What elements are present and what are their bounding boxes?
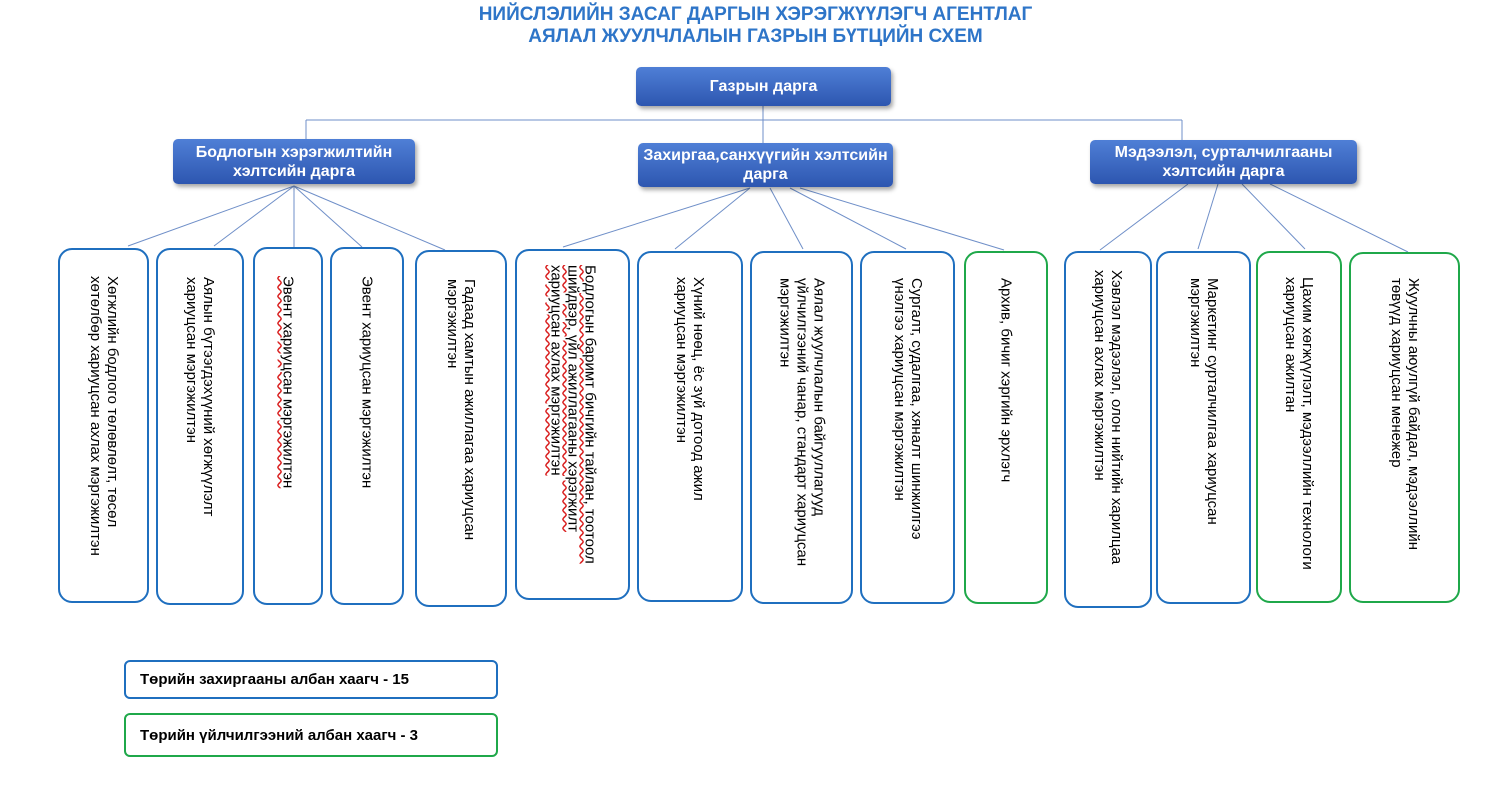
connector-line	[213, 185, 295, 247]
chart-title-line-2: АЯЛАЛ ЖУУЛЧЛАЛЫН ГАЗРЫН БҮТЦИЙН СХЕМ	[528, 26, 983, 47]
unit-label: Хүний нөөц, ёс зүй дотоод ажил хариуцсан…	[673, 276, 707, 501]
unit-box: Жуулчны аюулгүй байдал, мэдээллийн төвүү…	[1349, 252, 1460, 603]
connector-line	[1099, 183, 1189, 251]
connector-line	[1197, 183, 1219, 250]
deputy-label: Бодлогын хэрэгжилтийн хэлтсийн дарга	[195, 143, 393, 180]
deputy-box-information: Мэдээлэл, сурталчилгааны хэлтсийн дарга	[1090, 140, 1357, 184]
legend-civil-servant: Төрийн захиргааны албан хаагч - 15	[124, 660, 498, 699]
unit-box: Сургалт, судалгаа, хяналт шинжилгээ үнэл…	[860, 251, 955, 604]
connector-line	[293, 185, 446, 251]
unit-label: Жуулчны аюулгүй байдал, мэдээллийн төвүү…	[1387, 277, 1422, 550]
unit-box: Аялын бүтээгдэхүүний хөгжүүлэлт хариуцса…	[156, 248, 244, 605]
legend-label: Төрийн үйлчилгээний албан хаагч - 3	[140, 726, 418, 744]
connector-line	[293, 185, 363, 248]
connector-line	[127, 185, 295, 247]
unit-label: Архив, бичиг хэргийн эрхлэгч	[997, 277, 1015, 482]
unit-label: Цахим хөгжүүлэлт, мэдээллийн технологи х…	[1282, 277, 1316, 570]
unit-label: Гадаад хамтын ажиллагаа хариуцсан мэргэж…	[444, 278, 478, 540]
unit-box: Эвент хариуцсан мэргэжилтэн	[330, 247, 404, 605]
connector-line	[1269, 183, 1409, 253]
chart-title-line-1: НИЙСЛЭЛИЙН ЗАСАГ ДАРГЫН ХЭРЭГЖҮҮЛЭГЧ АГЕ…	[478, 4, 1033, 25]
unit-box: Бодлогын баримт бичгийн тайлан, тоотоол …	[515, 249, 630, 600]
unit-label: Хэвлэл мэдээлэл, олон нийтийн харилцаа х…	[1091, 269, 1125, 564]
deputy-label: Мэдээлэл, сурталчилгааны хэлтсийн дарга	[1114, 144, 1333, 180]
unit-box: Аялал жуулчлалын байгууллагууд үйлчилгээ…	[750, 251, 853, 604]
unit-label: Маркетинг сурталчилгаа хариуцсан мэргэжи…	[1186, 277, 1221, 525]
deputy-box-administration: Захиргаа,санхүүгийн хэлтсийн дарга	[638, 143, 893, 187]
connector-line	[674, 187, 751, 250]
connector-line	[799, 187, 1005, 251]
unit-label: Аялал жуулчлалын байгууллагууд үйлчилгээ…	[776, 277, 827, 566]
unit-box: Гадаад хамтын ажиллагаа хариуцсан мэргэж…	[415, 250, 507, 607]
connector-line	[789, 187, 907, 250]
unit-box: Цахим хөгжүүлэлт, мэдээллийн технологи х…	[1256, 251, 1342, 603]
connector-line	[769, 187, 804, 250]
deputy-box-policy: Бодлогын хэрэгжилтийн хэлтсийн дарга	[173, 139, 415, 184]
unit-box: Хүний нөөц, ёс зүй дотоод ажил хариуцсан…	[637, 251, 743, 602]
unit-box: Хөгжлийн бодлого төлөвлөлт, төсөл хөтөлб…	[58, 248, 149, 603]
unit-label: Аялын бүтээгдэхүүний хөгжүүлэлт хариуцса…	[183, 276, 217, 516]
director-label: Газрын дарга	[709, 78, 818, 95]
unit-box: Эвент хариуцсан мэргэжилтэн	[253, 247, 323, 605]
unit-box: Архив, бичиг хэргийн эрхлэгч	[964, 251, 1048, 604]
deputy-label: Захиргаа,санхүүгийн хэлтсийн дарга	[643, 147, 888, 183]
unit-label: Эвент хариуцсан мэргэжилтэн	[279, 276, 297, 489]
unit-box: Хэвлэл мэдээлэл, олон нийтийн харилцаа х…	[1064, 251, 1152, 608]
connector-line	[1241, 183, 1306, 250]
unit-label: Сургалт, судалгаа, хяналт шинжилгээ үнэл…	[890, 277, 925, 539]
unit-label: Эвент хариуцсан мэргэжилтэн	[358, 276, 376, 489]
connector-line	[562, 187, 751, 248]
unit-box: Маркетинг сурталчилгаа хариуцсан мэргэжи…	[1156, 251, 1251, 604]
legend-label: Төрийн захиргааны албан хаагч - 15	[140, 671, 409, 688]
unit-label: Хөгжлийн бодлого төлөвлөлт, төсөл хөтөлб…	[86, 275, 121, 556]
unit-label: Бодлогын баримт бичгийн тайлан, тоотоол …	[547, 264, 598, 564]
legend-service-servant: Төрийн үйлчилгээний албан хаагч - 3	[124, 713, 498, 757]
director-box: Газрын дарга	[636, 67, 891, 106]
